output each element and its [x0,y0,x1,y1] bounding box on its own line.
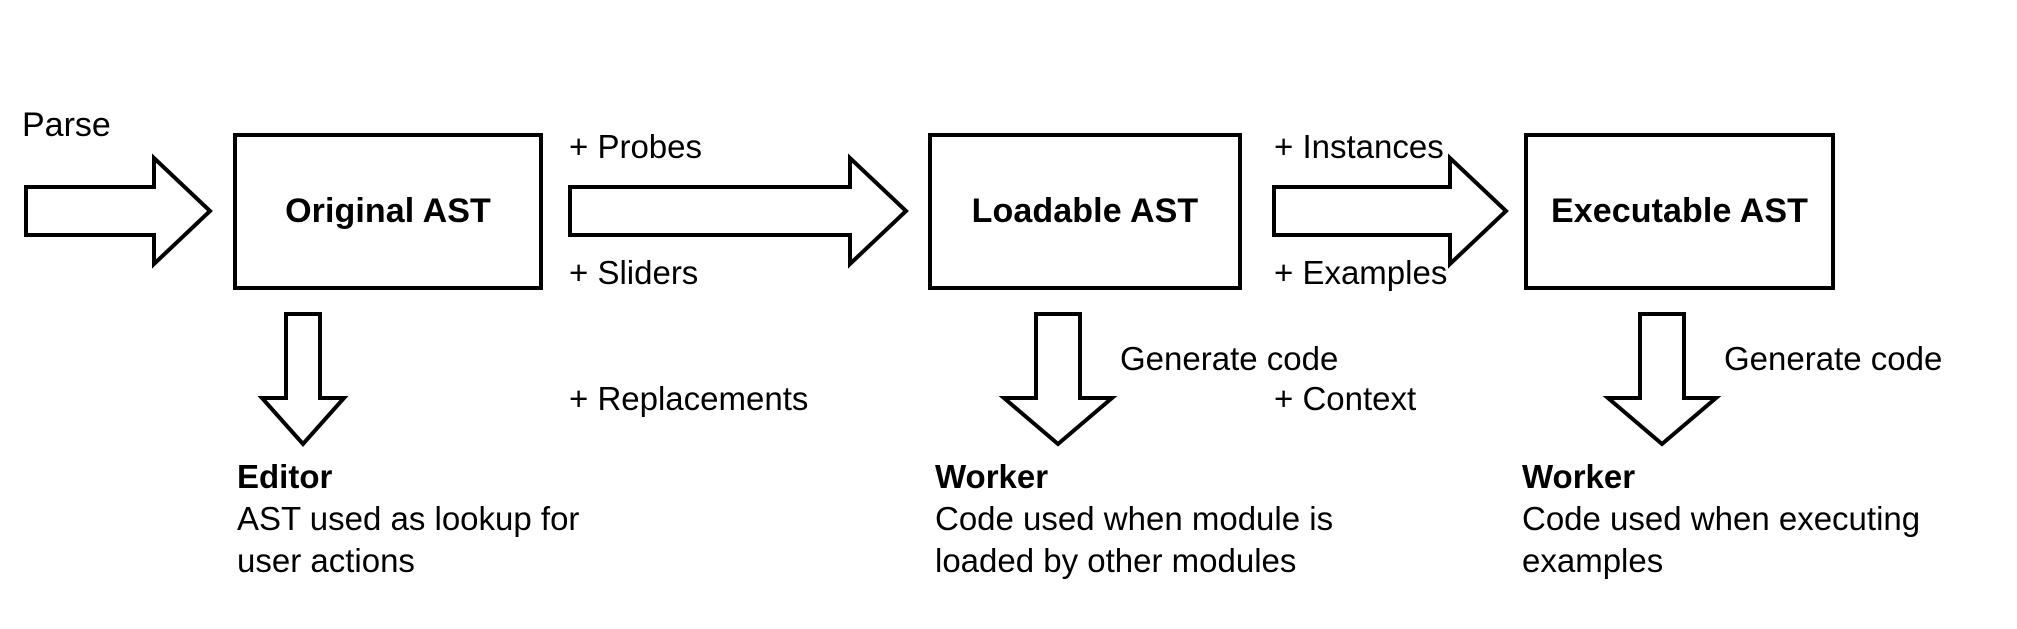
annotation-replacements: + Replacements [569,380,809,417]
original-to-loadable-arrow-icon [568,153,909,269]
annotation-instances: + Instances [1274,128,1444,165]
annotation-examples: + Examples [1274,254,1448,291]
node-executable-ast-label: Executable AST [1550,192,1809,230]
worker-loadable-caption-line-1: Code used when module is [935,500,1334,537]
executable-down-arrow-icon [1602,312,1722,447]
annotation-sliders: + Sliders [569,254,699,291]
node-original-ast[interactable]: Original AST [233,133,543,290]
worker-executable-caption-title: Worker [1522,458,1636,495]
loadable-generate-code-label: Generate code [1120,340,1339,377]
worker-executable-caption-line-2: examples [1522,542,1664,579]
editor-caption: Editor AST used as lookup for user actio… [237,456,579,582]
node-executable-ast[interactable]: Executable AST [1524,133,1835,290]
annotation-probes: + Probes [569,128,702,165]
editor-caption-line-1: AST used as lookup for [237,500,580,537]
worker-loadable-caption-line-2: loaded by other modules [935,542,1297,579]
node-original-ast-label: Original AST [285,192,491,230]
original-down-arrow-icon [257,312,349,448]
executable-generate-code-label: Generate code [1724,340,1943,377]
node-loadable-ast-label: Loadable AST [971,192,1199,230]
parse-arrow-label: Parse [22,106,111,144]
worker-loadable-caption: Worker Code used when module is loaded b… [935,456,1333,582]
annotation-context: + Context [1274,380,1417,417]
worker-executable-caption-line-1: Code used when executing [1522,500,1921,537]
parse-arrow-icon [24,153,213,269]
editor-caption-title: Editor [237,458,333,495]
loadable-to-executable-arrow-icon [1272,153,1509,269]
loadable-to-executable-annotations: + Instances + Examples + Context [1274,42,1447,504]
node-loadable-ast[interactable]: Loadable AST [928,133,1242,290]
loadable-down-arrow-icon [998,312,1118,447]
original-to-loadable-annotations: + Probes + Sliders + Replacements [569,42,808,504]
editor-caption-line-2: user actions [237,542,415,579]
worker-executable-caption: Worker Code used when executing examples [1522,456,1920,582]
worker-loadable-caption-title: Worker [935,458,1049,495]
